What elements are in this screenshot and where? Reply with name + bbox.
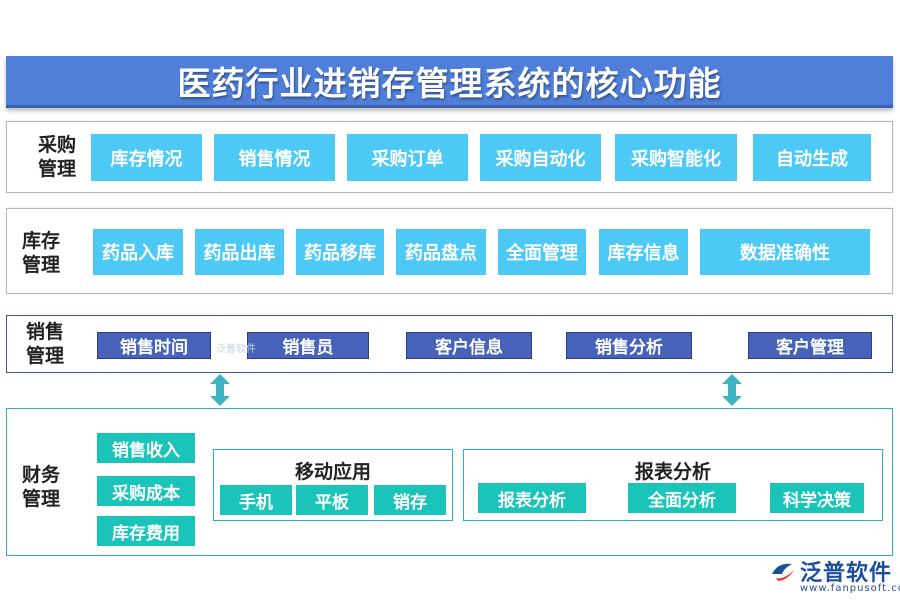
report-analysis-item: 报表分析	[478, 483, 586, 513]
brand-logo: 泛普软件	[770, 555, 892, 587]
mobile-app-item: 销存	[374, 485, 446, 515]
inventory-item: 全面管理	[498, 229, 586, 275]
sales-label: 销售 管理	[25, 321, 64, 367]
double-arrow-icon	[210, 374, 230, 406]
procurement-item: 销售情况	[214, 134, 335, 181]
watermark-text: 泛普软件	[216, 344, 256, 355]
finance-section: 财务 管理 销售收入 采购成本 库存费用 移动应用 手机 平板 销存 报表分析 …	[6, 408, 893, 556]
inventory-item: 药品入库	[93, 229, 183, 275]
mobile-app-panel: 移动应用 手机 平板 销存	[213, 449, 453, 521]
inventory-section: 库存 管理 药品入库 药品出库 药品移库 药品盘点 全面管理 库存信息 数据准确…	[6, 208, 893, 294]
procurement-section: 采购 管理 库存情况 销售情况 采购订单 采购自动化 采购智能化 自动生成	[6, 121, 893, 193]
inventory-label: 库存 管理	[21, 230, 60, 276]
inventory-item: 药品出库	[195, 229, 284, 275]
logo-name: 泛普软件	[800, 561, 893, 586]
inventory-item: 药品盘点	[396, 229, 486, 275]
finance-item: 采购成本	[97, 476, 195, 506]
sales-item: 客户信息	[406, 332, 532, 359]
procurement-label: 采购 管理	[37, 134, 76, 180]
double-arrow-icon	[722, 374, 742, 406]
procurement-item: 自动生成	[753, 134, 871, 181]
report-analysis-title: 报表分析	[634, 461, 711, 483]
report-analysis-panel: 报表分析 报表分析 全面分析 科学决策	[463, 449, 883, 521]
logo-url: www.fanpusoft.com	[800, 583, 900, 594]
mobile-app-item: 平板	[296, 485, 368, 515]
procurement-item: 采购自动化	[480, 134, 601, 181]
fanpu-logo-icon	[772, 563, 794, 581]
inventory-item: 数据准确性	[700, 229, 870, 275]
procurement-item: 库存情况	[91, 134, 202, 181]
mobile-app-item: 手机	[220, 485, 292, 515]
mobile-app-title: 移动应用	[294, 461, 371, 483]
sales-item: 客户管理	[748, 332, 872, 359]
inventory-item: 药品移库	[296, 229, 384, 275]
sales-item: 销售分析	[566, 332, 692, 359]
finance-item: 库存费用	[97, 516, 195, 546]
page-title: 医药行业进销存管理系统的核心功能	[177, 63, 722, 103]
report-analysis-item: 科学决策	[770, 483, 864, 513]
finance-item: 销售收入	[97, 433, 195, 463]
finance-label: 财务 管理	[21, 464, 60, 510]
procurement-item: 采购智能化	[615, 134, 737, 181]
inventory-item: 库存信息	[599, 229, 688, 275]
title-banner: 医药行业进销存管理系统的核心功能	[6, 56, 893, 108]
sales-item: 销售员	[247, 332, 369, 359]
sales-item: 销售时间	[97, 332, 211, 359]
procurement-item: 采购订单	[347, 134, 468, 181]
sales-section: 销售 管理 销售时间 销售员 客户信息 销售分析 客户管理	[6, 315, 893, 373]
report-analysis-item: 全面分析	[628, 483, 736, 513]
